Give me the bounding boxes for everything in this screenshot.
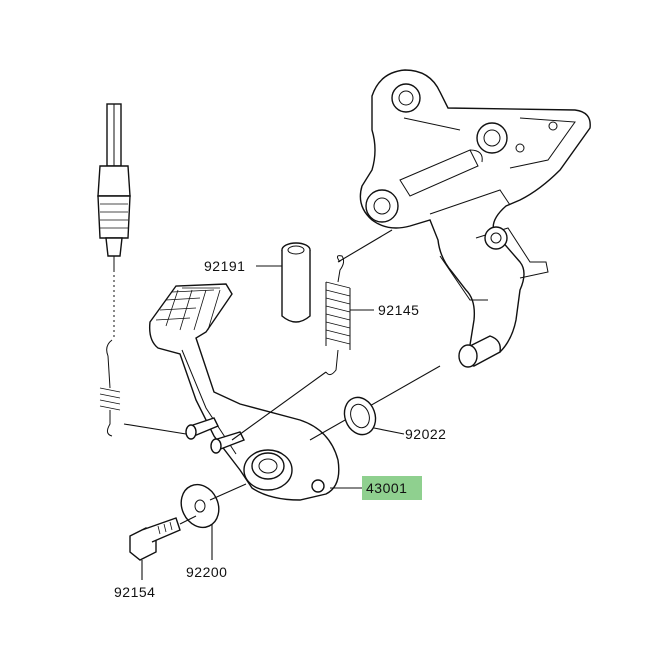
label-43001: 43001 [366, 480, 407, 496]
washer-92200 [180, 483, 220, 529]
label-92022: 92022 [405, 426, 446, 442]
washer-92022 [343, 396, 377, 436]
brake-switch-spring [99, 339, 121, 437]
label-92191: 92191 [204, 258, 245, 274]
bolt-92154 [129, 515, 197, 561]
brake-light-switch [97, 103, 131, 270]
spring-92145 [325, 255, 351, 376]
label-92200: 92200 [186, 564, 227, 580]
label-92145: 92145 [378, 302, 419, 318]
footrest-bracket [359, 69, 591, 368]
brake-pedal-lever [148, 283, 340, 501]
highlight-43001 [362, 476, 422, 500]
label-92154: 92154 [114, 584, 155, 600]
collar-92191 [281, 242, 311, 323]
